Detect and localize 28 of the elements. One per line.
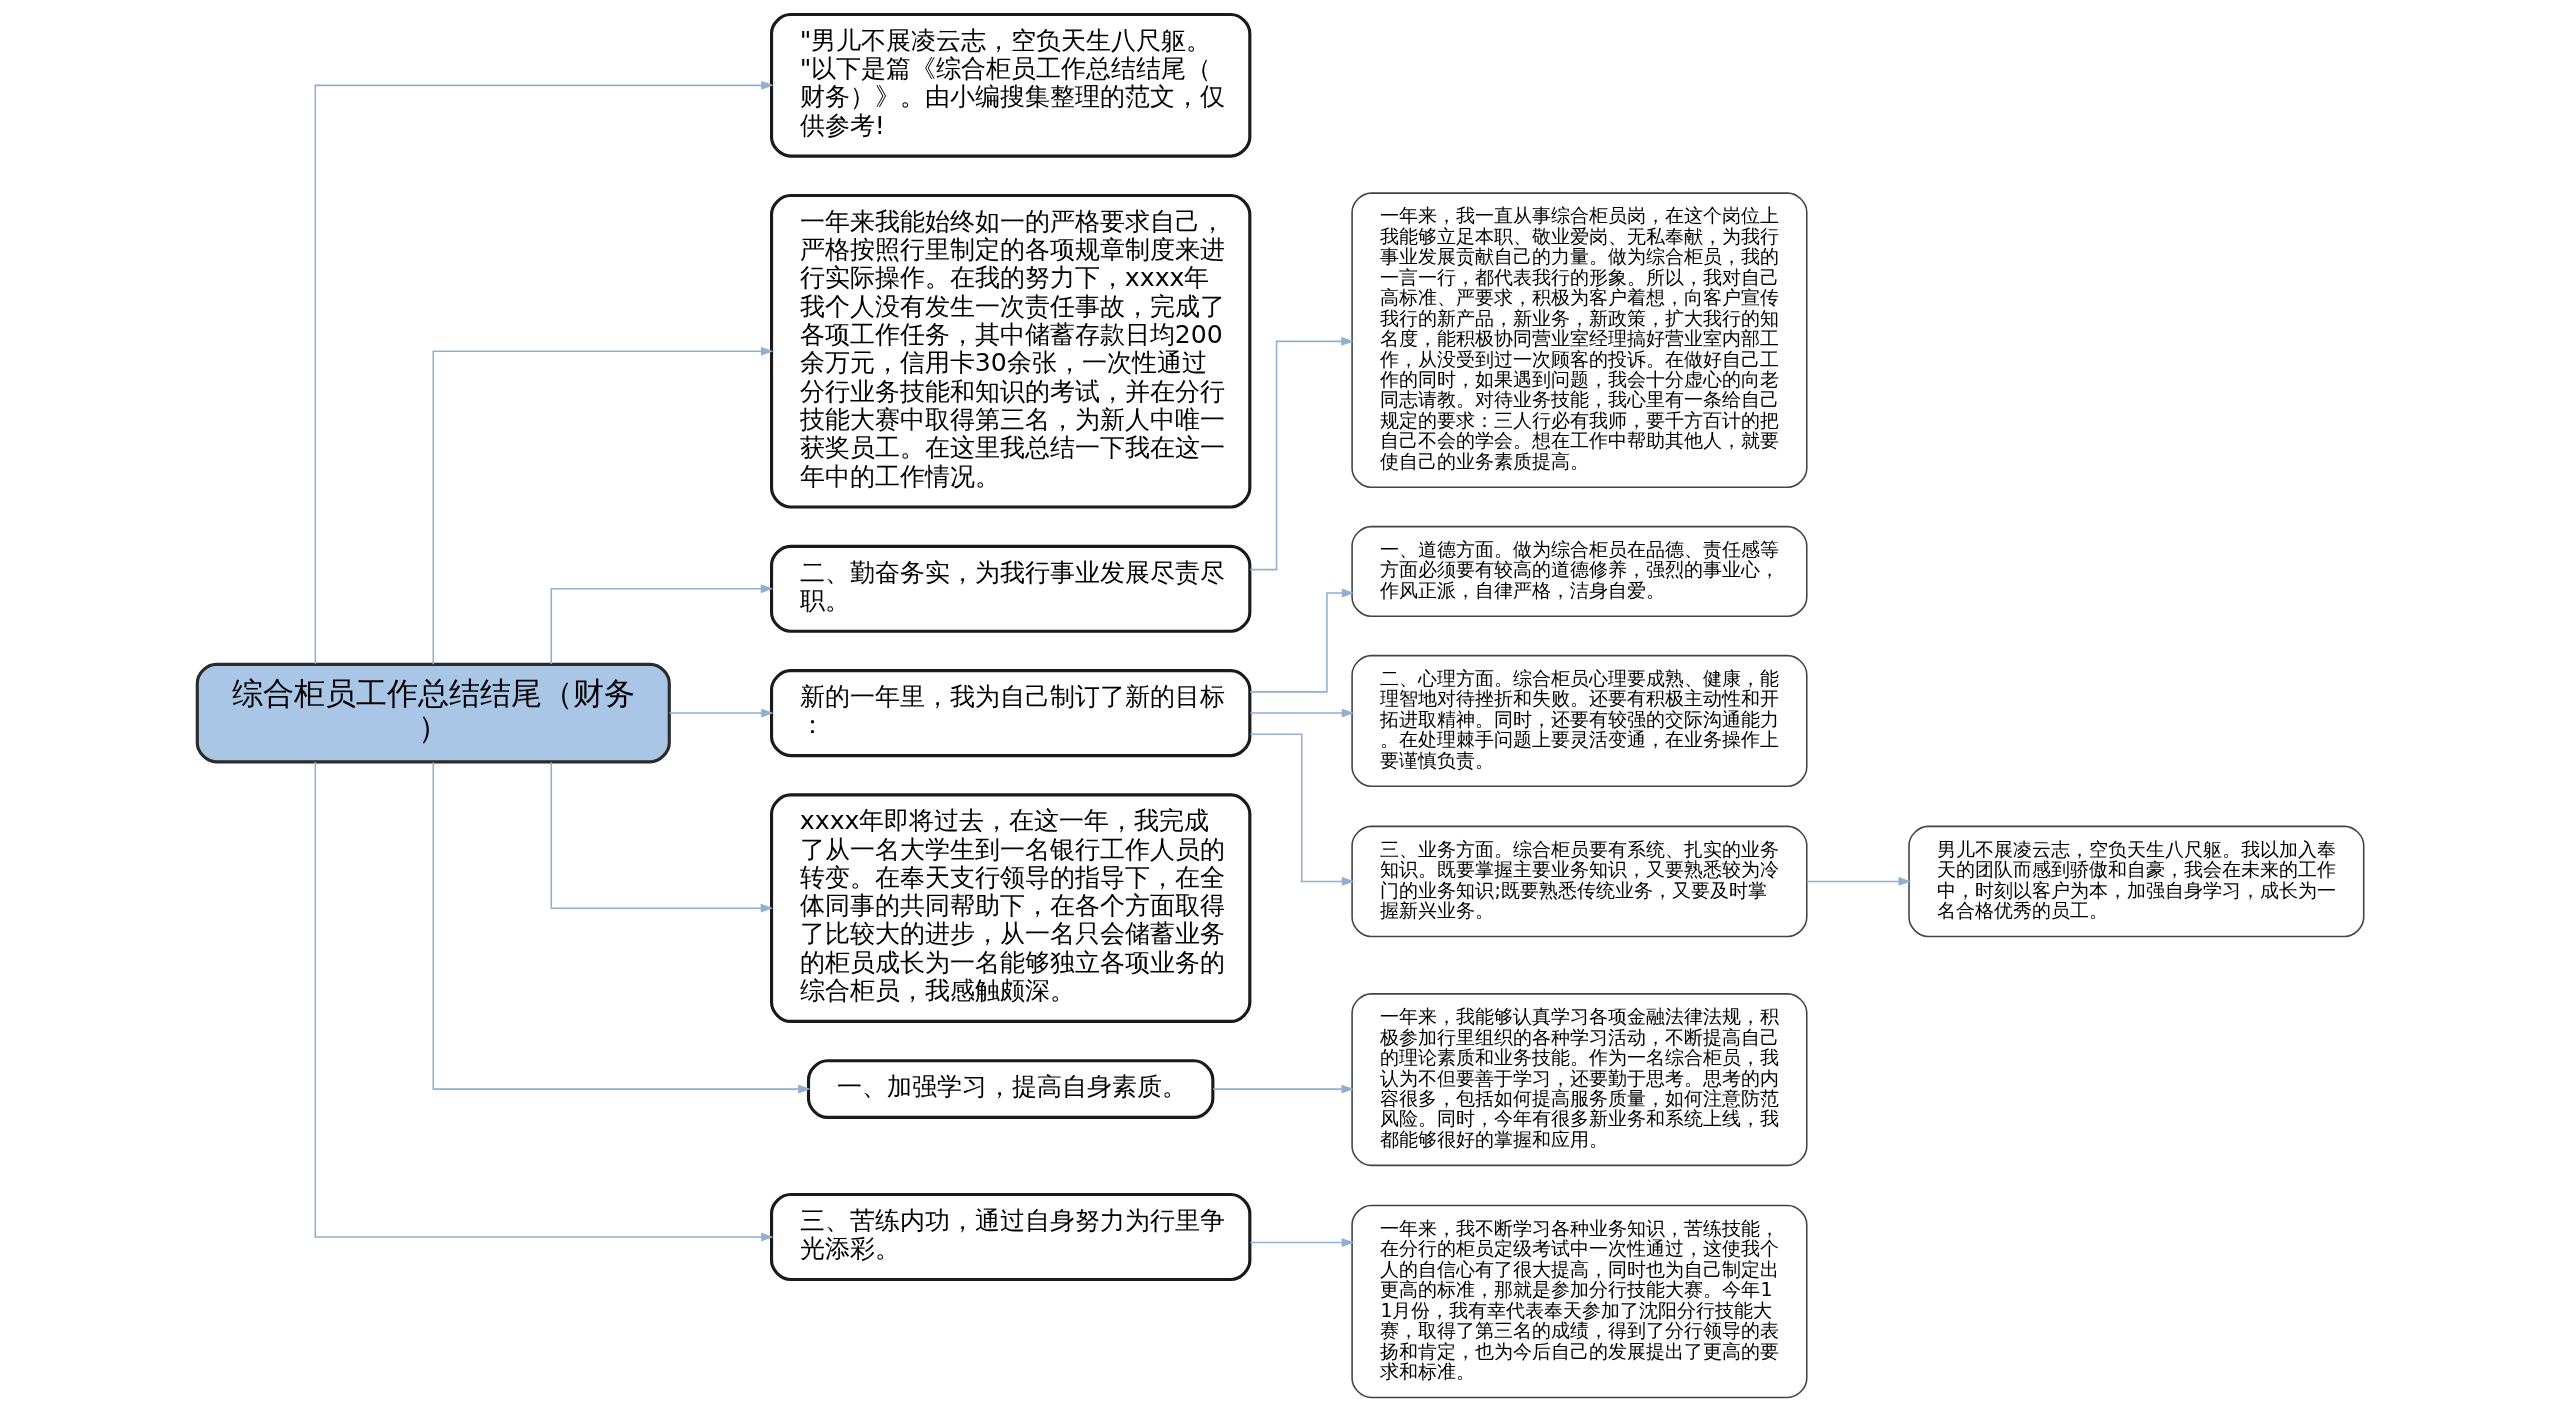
- node-box: 三、苦练内功，通过自身努力为行里争光添彩。: [769, 1192, 1251, 1282]
- node-box: 一年来我能始终如一的严格要求自己，严格按照行里制定的各项规章制度来进行实际操作。在我的努力下，xxxx年我个人没有发生一次责任事故，完成了各项工作任务，其中储蓄存款日均200余万元，信用卡30余张，一次性通过分行业务技能和知识的考试，并在分行技能大赛中取得第三名，为新人中唯一获奖员工。在这里我总结一下我在这一年中的工作情况。: [769, 193, 1251, 509]
- node-box: 综合柜员工作总结结尾（财务）: [195, 662, 671, 764]
- node-box: 一、加强学习，提高自身素质。: [806, 1059, 1214, 1119]
- node-box: 二、勤奋务实，为我行事业发展尽责尽职。: [769, 544, 1251, 633]
- node-box: xxxx年即将过去，在这一年，我完成了从一名大学生到一名银行工作人员的转变。在奉天支行领导的指导下，在全体同事的共同帮助下，在各个方面取得了比较大的进步，从一名只会储蓄业务的柜员成长为一名能够独立各项业务的综合柜员，我感触颇深。: [769, 793, 1251, 1023]
- node-box: 一年来，我不断学习各种业务知识，苦练技能，在分行的柜员定级考试中一次性通过，这使我个人的自信心有了很大提高，同时也为自己制定出更高的标准，那就是参加分行技能大赛。今年11月份，我有幸代表奉天参加了沈阳分行技能大赛，取得了第三名的成绩，得到了分行领导的表扬和肯定，也为今后自己的发展提出了更高的要求和标准。: [1350, 1204, 1808, 1399]
- arrow: [1248, 588, 1354, 693]
- arrow: [1249, 733, 1354, 886]
- arrow: [432, 761, 811, 1094]
- arrow: [1248, 1238, 1354, 1247]
- node-box: 三、业务方面。综合柜员要有系统、扎实的业务知识。既要掌握主要业务知识，又要熟悉较为冷门的业务知识;既要熟悉传统业务，又要及时掌握新兴业务。: [1350, 825, 1808, 938]
- arrow: [550, 761, 773, 913]
- arrow: [432, 346, 774, 666]
- node-box: 新的一年里，我为自己制订了新的目标：: [769, 669, 1251, 758]
- node-box: 一、道德方面。做为综合柜员在品德、责任感等方面必须要有较高的道德修养，强烈的事业心，作风正派，自律严格，洁身自爱。: [1350, 525, 1808, 618]
- arrow: [1248, 708, 1354, 718]
- arrow: [314, 761, 774, 1242]
- arrow: [550, 584, 773, 665]
- node-box: 二、心理方面。综合柜员心理要成熟、健康，能理智地对待挫折和失败。还要有积极主动性和开拓进取精神。同时，还要有较强的交际沟通能力。在处理棘手问题上要灵活变通，在业务操作上要谨慎负责。: [1350, 654, 1808, 788]
- arrow: [1805, 877, 1911, 886]
- node-box: 男儿不展凌云志，空负天生八尺躯。我以加入奉天的团队而感到骄傲和自豪，我会在未来的工作中，时刻以客户为本，加强自身学习，成长为一名合格优秀的员工。: [1907, 825, 2364, 938]
- node-box: "男儿不展凌云志，空负天生八尺躯。"以下是篇《综合柜员工作总结结尾（财务）》。由小编搜集整理的范文，仅供参考!: [769, 12, 1251, 158]
- arrow: [314, 80, 774, 665]
- node-box: 一年来，我一直从事综合柜员岗，在这个岗位上我能够立足本职、敬业爱岗、无私奉献，为我行事业发展贡献自己的力量。做为综合柜员，我的一言一行，都代表我行的形象。所以，我对自己高标准、严要求，积极为客户着想，向客户宣传我行的新产品，新业务，新政策，扩大我行的知名度，能积极协同营业室经理搞好营业室内部工作，从没受到过一次顾客的投诉。在做好自己工作的同时，如果遇到问题，我会十分虚心的向老同志请教。对待业务技能，我心里有一条给自己规定的要求：三人行必有我师，要千方百计的把自己不会的学会。想在工作中帮助其他人，就要使自己的业务素质提高。: [1350, 192, 1808, 489]
- arrow: [668, 708, 774, 718]
- arrow: [1211, 1084, 1354, 1094]
- node-box: 一年来，我能够认真学习各项金融法律法规，积极参加行里组织的各种学习活动，不断提高自己的理论素质和业务技能。作为一名综合柜员，我认为不但要善于学习，还要勤于思考。思考的内容很多，包括如何提高服务质量，如何注意防范风险。同时，今年有很多新业务和系统上线，我都能够很好的掌握和应用。: [1350, 993, 1808, 1167]
